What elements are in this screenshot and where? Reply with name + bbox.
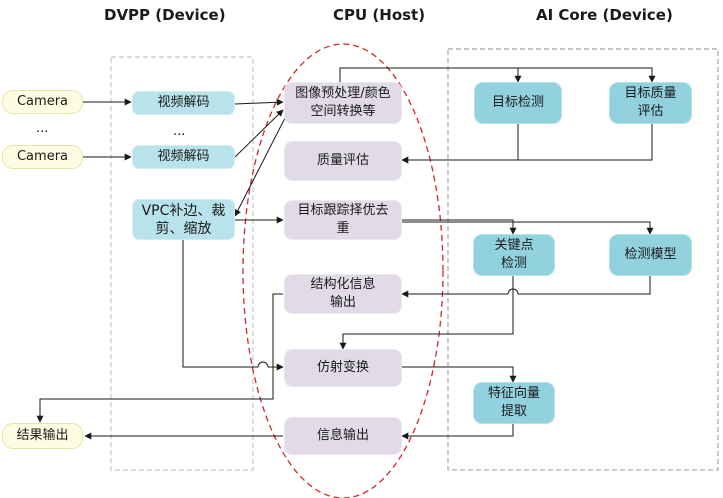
edge-detect-qualityeval bbox=[401, 124, 519, 164]
cpu-region bbox=[242, 43, 444, 498]
detect-model-node: 检测模型 bbox=[609, 234, 692, 276]
edge-keypoint-affine bbox=[339, 276, 514, 350]
camera-node-2: Camera bbox=[2, 145, 83, 169]
aicore-region bbox=[447, 48, 719, 471]
video-decode-node-2: 视频解码 bbox=[132, 145, 235, 169]
quality-eval-node: 质量评估 bbox=[284, 141, 402, 181]
edge-preprocess-detect bbox=[339, 67, 522, 83]
info-output-node: 信息输出 bbox=[284, 417, 402, 455]
edge-feature-infooutput bbox=[401, 424, 514, 440]
feature-vector-node: 特征向量提取 bbox=[473, 382, 555, 424]
decode-ellipsis: ... bbox=[173, 124, 186, 139]
header-dvpp: DVPP (Device) bbox=[104, 6, 226, 24]
edge-track-detectmodel bbox=[402, 221, 654, 235]
edge-track-keypoint bbox=[402, 219, 517, 235]
video-decode-node-1: 视频解码 bbox=[132, 91, 235, 115]
edge-preprocess-vpc bbox=[234, 115, 287, 217]
camera-ellipsis: ... bbox=[36, 121, 49, 136]
edge-structured-result bbox=[36, 293, 283, 423]
edge-decode2-preprocess bbox=[234, 109, 284, 158]
keypoint-node: 关键点检测 bbox=[473, 234, 555, 276]
preprocess-node: 图像预处理/颜色空间转换等 bbox=[284, 82, 402, 124]
track-node: 目标跟踪择优去重 bbox=[284, 200, 402, 240]
header-aicore: AI Core (Device) bbox=[536, 6, 673, 24]
detect-node: 目标检测 bbox=[474, 82, 562, 124]
dvpp-region bbox=[110, 56, 254, 471]
affine-node: 仿射变换 bbox=[284, 349, 402, 387]
quality-assess-node: 目标质量评估 bbox=[609, 82, 692, 124]
vpc-node: VPC补边、裁剪、缩放 bbox=[132, 199, 235, 240]
edge-affine-feature bbox=[402, 366, 517, 383]
header-cpu: CPU (Host) bbox=[333, 6, 426, 24]
structured-output-node: 结构化信息输出 bbox=[284, 274, 402, 314]
edge-preprocess-qualityassess bbox=[518, 67, 656, 83]
edge-vpc-affine bbox=[182, 240, 284, 371]
camera-node-1: Camera bbox=[2, 90, 83, 114]
result-output-node: 结果输出 bbox=[2, 423, 83, 449]
edge-decode1-preprocess bbox=[234, 98, 284, 106]
edge-detectmodel-structured bbox=[401, 276, 651, 298]
edge-qualityassess-qualityeval bbox=[518, 124, 653, 161]
